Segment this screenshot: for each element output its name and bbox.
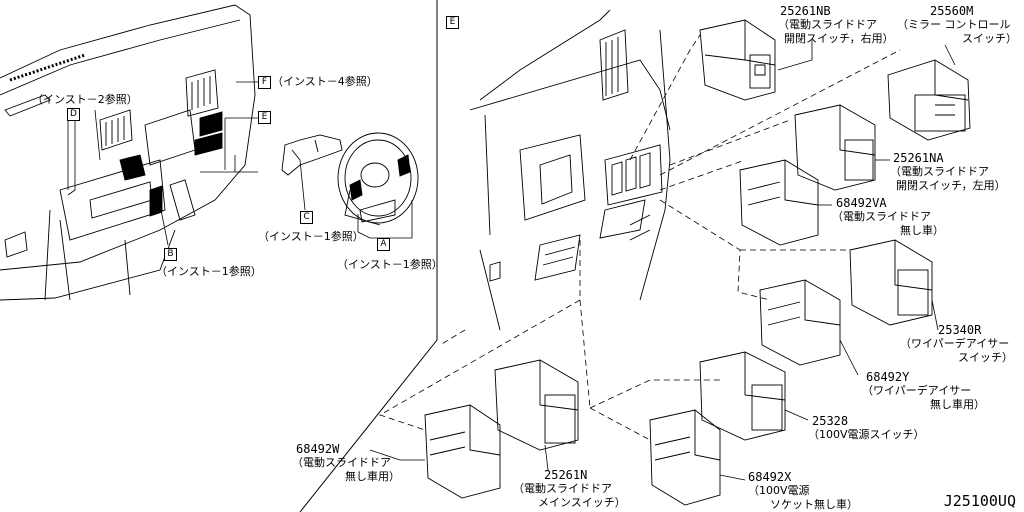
callout-e-box: E [258, 111, 271, 124]
switch-25560M [887, 59, 971, 141]
part-desc-68492W-1: （電動スライドドア [292, 456, 391, 469]
part-desc-25328-1: （100V電源スイッチ） [808, 428, 925, 441]
switch-25340R [849, 239, 933, 326]
part-desc-68492VA-2: 無し車） [900, 224, 944, 237]
switch-25328 [699, 351, 786, 441]
callout-a-text: （インスト－1参照） [337, 258, 443, 271]
part-desc-25261NA-1: （電動スライドドア [890, 165, 989, 178]
callout-f-text: （インスト－4参照） [272, 75, 378, 88]
center-panel-illustration [469, 9, 671, 331]
callout-b-box: B [164, 248, 177, 261]
callout-d-text: （インスト－2参照） [32, 93, 138, 106]
part-desc-25261NB-1: （電動スライドドア [778, 18, 877, 31]
switch-68492VA [739, 159, 819, 246]
part-leaders [369, 40, 956, 481]
part-desc-25261NA-2: 開閉スイッチ，左用） [896, 179, 1006, 192]
callout-c-text: （インスト－1参照） [258, 230, 364, 243]
switch-25261NA [794, 104, 876, 191]
callout-a-box: A [377, 238, 390, 251]
diagram-code: J25100UQ [943, 492, 1016, 510]
part-number-25261N: 25261N [544, 468, 588, 482]
callout-f-box: F [258, 76, 271, 89]
part-number-25560M: 25560M [930, 4, 974, 18]
section-divider [299, 0, 438, 512]
part-desc-25261NB-2: 開閉スイッチ，右用） [784, 32, 894, 45]
part-number-68492Y: 68492Y [866, 370, 910, 384]
part-desc-25261N-2: メインスイッチ） [538, 496, 626, 509]
callout-d-box: D [67, 108, 80, 121]
switch-25261N [494, 359, 579, 451]
leader-lines-right [379, 34, 901, 441]
part-desc-68492Y-2: 無し車用） [930, 398, 985, 411]
view-e-label: E [446, 16, 459, 29]
part-desc-68492Y-1: （ワイパーデアイサー [862, 384, 972, 397]
part-desc-68492W-2: 無し車用） [345, 470, 400, 483]
callout-c-box: C [300, 211, 313, 224]
steering-wheel-illustration [337, 132, 419, 239]
combination-switch-illustration [281, 134, 343, 211]
leader-lines-left [67, 81, 258, 246]
switch-68492X [649, 409, 721, 506]
part-desc-68492X-2: ソケット無し車） [770, 498, 858, 511]
part-number-25340R: 25340R [938, 323, 982, 337]
part-desc-68492VA-1: （電動スライドドア [832, 210, 931, 223]
switch-25261NB [699, 19, 776, 101]
part-number-25261NA: 25261NA [893, 151, 944, 165]
callout-b-text: （インスト－1参照） [156, 265, 262, 278]
part-desc-25261N-1: （電動スライドドア [513, 482, 612, 495]
part-number-68492VA: 68492VA [836, 196, 887, 210]
part-number-68492W: 68492W [296, 442, 340, 456]
part-desc-25340R-2: スイッチ） [958, 351, 1013, 364]
part-number-25328: 25328 [812, 414, 849, 428]
part-number-25261NB: 25261NB [780, 4, 831, 18]
dashboard-illustration [0, 4, 256, 301]
part-desc-68492X-1: （100V電源 [748, 484, 810, 497]
part-desc-25560M-2: スイッチ） [962, 32, 1017, 45]
switch-68492Y [759, 279, 841, 366]
part-number-68492X: 68492X [748, 470, 792, 484]
switch-68492W [424, 404, 501, 499]
part-desc-25340R-1: （ワイパーデアイサー [900, 337, 1010, 350]
part-desc-25560M-1: （ミラー コントロール [897, 18, 1011, 31]
